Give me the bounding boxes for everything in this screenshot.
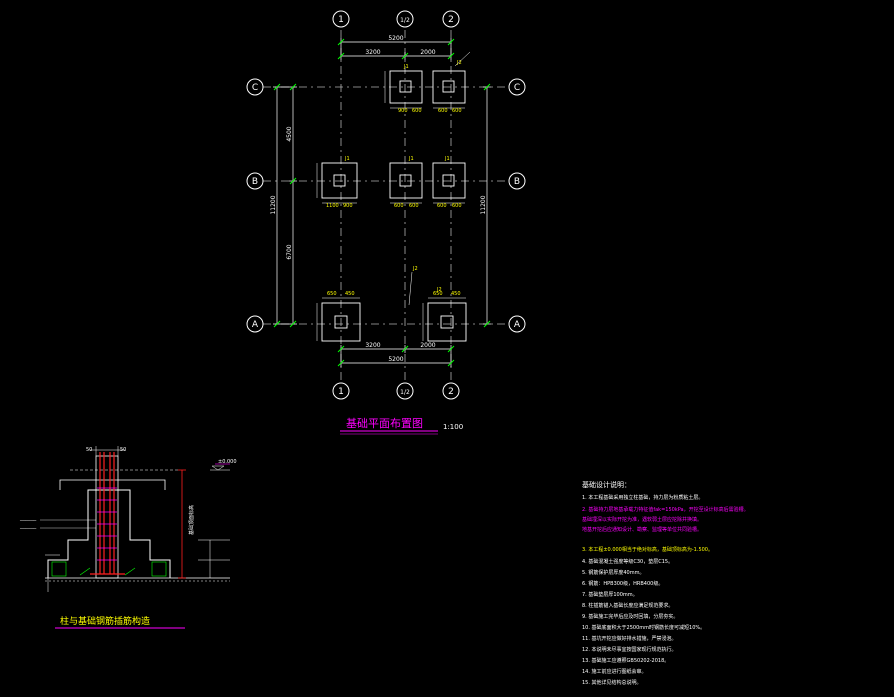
notes-item: 5. 钢筋保护层厚度40mm。 bbox=[582, 569, 644, 576]
dim-top-left: 3200 bbox=[365, 49, 380, 56]
notes-item: 11. 基坑开挖应做好排水措施，严禁浸泡。 bbox=[582, 635, 677, 642]
footing-dim: 600 bbox=[394, 203, 404, 209]
axis-label-2-bot: 2 bbox=[448, 387, 454, 397]
axis-label-c-left: C bbox=[252, 83, 258, 93]
notes-item: 12. 本说明未尽事宜按国家现行规范执行。 bbox=[582, 646, 677, 653]
footing-a-2 bbox=[427, 302, 467, 342]
detail-side-note: 基础顶面标高 bbox=[188, 505, 195, 535]
dim-left-lower: 6700 bbox=[286, 244, 293, 259]
detail-dim-50-left: 50 bbox=[86, 447, 92, 453]
notes-item: 地基开挖后应通知设计、勘察、监理等单位共同验槽。 bbox=[582, 526, 702, 533]
dim-left-upper: 4500 bbox=[286, 126, 293, 141]
dim-top-total: 5200 bbox=[388, 35, 403, 42]
footing-a-1 bbox=[321, 302, 361, 342]
footing-dim: 600 bbox=[452, 203, 462, 209]
detail-note: ────── bbox=[19, 519, 37, 524]
footing-tag: J2 bbox=[436, 287, 442, 293]
footing-tag: J1 bbox=[344, 156, 350, 162]
footing-dim: 900 bbox=[398, 108, 408, 114]
axis-label-c-right: C bbox=[514, 83, 520, 93]
notes-item: 10. 基础底面积大于2500mm时钢筋长度可减短10%。 bbox=[582, 624, 705, 631]
notes-item: 4. 基础混凝土强度等级C30，垫层C15。 bbox=[582, 558, 673, 565]
axis-label-1-bot: 1 bbox=[338, 387, 344, 397]
footing-b-half bbox=[389, 162, 423, 199]
footing-tag: J1 bbox=[444, 156, 450, 162]
design-notes: 基础设计说明： 1. 本工程基础采用独立柱基础，持力层为粉质粘土层。 2. 基础… bbox=[582, 480, 749, 686]
footing-dim: 650 bbox=[327, 291, 337, 297]
axis-label-half-top: 1/2 bbox=[400, 17, 410, 24]
footing-dim: 600 bbox=[438, 108, 448, 114]
detail-title: 柱与基础钢筋插筋构造 bbox=[60, 615, 150, 627]
dimension-ticks bbox=[273, 38, 491, 367]
notes-item: 13. 基础施工应遵照GB50202-2018。 bbox=[582, 657, 669, 664]
notes-item: 7. 基础垫层厚100mm。 bbox=[582, 591, 638, 598]
notes-title: 基础设计说明： bbox=[582, 480, 631, 489]
footing-c-half bbox=[389, 70, 423, 104]
footing-tag: J2 bbox=[412, 266, 418, 272]
dim-right-total: 11200 bbox=[480, 195, 487, 214]
footing-dim: 600 bbox=[452, 108, 462, 114]
foundation-plan: 5200 3200 2000 3200 2000 5200 4500 6700 … bbox=[246, 10, 526, 435]
detail-dim-50-right: 50 bbox=[120, 447, 126, 453]
notes-item: 1. 本工程基础采用独立柱基础，持力层为粉质粘土层。 bbox=[582, 494, 703, 501]
detail-note: ────── bbox=[19, 527, 37, 532]
notes-item: 2. 基础持力层地基承载力特征值fak=150kPa，开挖至设计标高后需验槽。 bbox=[582, 506, 749, 513]
axis-label-b-right: B bbox=[514, 177, 520, 187]
dim-bot-left: 3200 bbox=[365, 342, 380, 349]
footing-dim: 650 bbox=[433, 291, 443, 297]
notes-item: 15. 其他详见结构总说明。 bbox=[582, 679, 642, 686]
footing-b-1 bbox=[321, 162, 358, 199]
footing-tag: J1 bbox=[408, 156, 414, 162]
detail-level: ±0.000 bbox=[218, 459, 237, 465]
axis-label-half-bot: 1/2 bbox=[400, 389, 410, 396]
axis-label-a-right: A bbox=[514, 320, 521, 330]
dim-top-right: 2000 bbox=[420, 49, 435, 56]
axis-label-2-top: 2 bbox=[448, 15, 454, 25]
footing-dim: 450 bbox=[451, 291, 461, 297]
axis-bubbles bbox=[246, 10, 526, 400]
plan-scale: 1:100 bbox=[443, 423, 463, 431]
notes-item: 3. 本工程±0.000相当于绝对标高，基础顶标高为-1.500。 bbox=[582, 546, 713, 553]
axis-label-b-left: B bbox=[252, 177, 258, 187]
dim-bot-total: 5200 bbox=[388, 356, 403, 363]
footing-tag: J1 bbox=[403, 64, 409, 70]
footing-dim: 1100 bbox=[326, 203, 339, 209]
footing-dim: 450 bbox=[345, 291, 355, 297]
axis-label-1-top: 1 bbox=[338, 15, 344, 25]
axis-lines bbox=[263, 30, 505, 380]
notes-item: 14. 施工前应进行图纸会审。 bbox=[582, 668, 647, 675]
dim-left-total: 11200 bbox=[270, 195, 277, 214]
footing-dim: 600 bbox=[437, 203, 447, 209]
plan-title: 基础平面布置图 bbox=[346, 417, 423, 430]
section-detail: 50 50 基础顶面标高 ±0.000 ────── ────── 柱与基础钢筋… bbox=[19, 446, 237, 629]
notes-item: 8. 柱插筋锚入基础长度应满足规范要求。 bbox=[582, 602, 673, 609]
footings bbox=[321, 70, 467, 342]
notes-item: 9. 基础施工完毕后应及时回填，分层夯实。 bbox=[582, 613, 678, 620]
footing-c-2 bbox=[432, 70, 466, 104]
axis-label-a-left: A bbox=[252, 320, 259, 330]
dim-bot-right: 2000 bbox=[420, 342, 435, 349]
footing-b-2 bbox=[432, 162, 466, 199]
footing-dim: 600 bbox=[409, 203, 419, 209]
footing-tag: J2 bbox=[456, 60, 462, 66]
footing-dim: 600 bbox=[412, 108, 422, 114]
notes-item: 基础埋深以实际开挖为准，遇软弱土层应挖除并换填。 bbox=[582, 516, 702, 523]
notes-item: 6. 钢筋：HPB300级，HRB400级。 bbox=[582, 580, 663, 587]
footing-dim: 900 bbox=[343, 203, 353, 209]
